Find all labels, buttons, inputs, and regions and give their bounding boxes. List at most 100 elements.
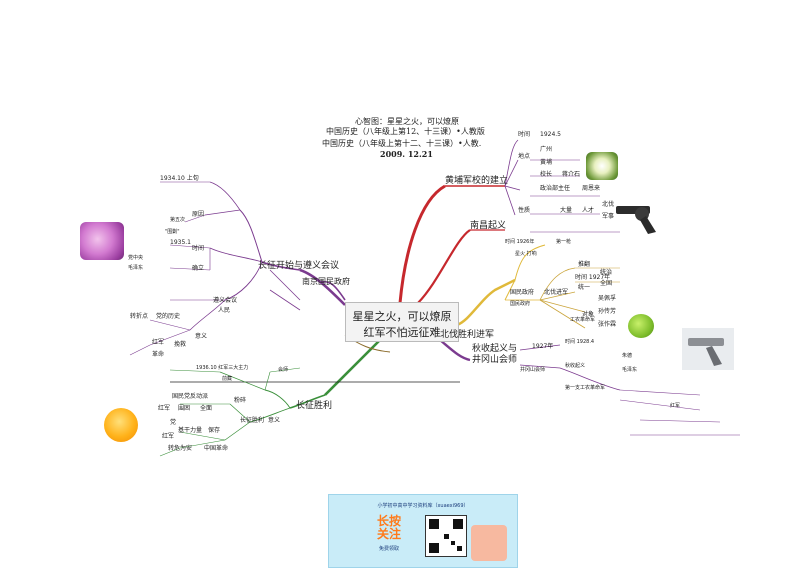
huangpu-principal-label: 校长 — [540, 171, 553, 178]
sl-preserve: 保存 — [208, 427, 221, 434]
sl-total: 全面 — [200, 405, 213, 412]
cz-party-center: 党中央 — [128, 255, 144, 261]
branch-line-beifa — [456, 278, 516, 327]
huangpu-time-value: 1924.5 — [540, 131, 561, 138]
sl-turn: 转危为安 — [168, 445, 193, 452]
beifa-wu: 吴佩孚 — [598, 295, 617, 302]
cz-1935: 1935.1 — [170, 239, 191, 246]
cz-fifth: 第五次 — [170, 217, 186, 223]
qiushou-uprising: 秋收起义 — [565, 363, 586, 369]
huangpu-time-label: 时间 — [518, 131, 531, 138]
header-title-line2: 中国历史（八年级上第12、十三课）•人教版 — [326, 127, 485, 136]
cz-zunyi: 遵义会议 — [213, 297, 238, 304]
beifa-rule: 统治 — [600, 269, 613, 276]
branch-line-nanchang — [417, 229, 471, 304]
branch-nanjing: 南京国民政府 — [302, 277, 350, 286]
cz-redarmy: 红军 — [152, 339, 165, 346]
cz-mao: 毛泽东 — [128, 265, 144, 271]
huangpu-principal-value: 蒋介石 — [562, 171, 581, 178]
qiushou-time: 时间 1928.4 — [565, 339, 595, 345]
branch-changzheng-shengli: 长征胜利 — [296, 401, 333, 411]
cz-revolution: 革命 — [152, 351, 165, 358]
cz-encirclement: "围剿" — [165, 229, 180, 235]
qr-code-icon[interactable] — [425, 515, 467, 557]
huangpu-place-city: 广州 — [540, 146, 553, 153]
sl-redarmy-1: 红军 — [158, 405, 171, 412]
beifa-time: 时间 1927年 — [575, 274, 611, 281]
qiushou-meeting: 井冈山会师 — [520, 367, 546, 373]
branch-line-huangpu — [398, 184, 446, 304]
header-date: 2009. 12.21 — [380, 149, 433, 159]
branch-line-shengli — [324, 339, 381, 396]
sl-siege: 围困 — [178, 405, 191, 412]
branch-changzheng-kaishi: 长征开始与遵义会议 — [258, 261, 340, 271]
sl-redarmy-2: 红军 — [162, 433, 175, 440]
beifa-gov: 国民政府 — [510, 289, 535, 296]
huangpu-nature-b: 人才 — [582, 207, 595, 214]
beifa-target: 对象 — [582, 311, 595, 318]
cz-time: 时间 — [192, 245, 205, 252]
branch-huangpu: 黄埔军校的建立 — [445, 176, 509, 186]
sl-significance: 意义 — [268, 417, 281, 424]
branch-line-qiushou — [439, 339, 471, 362]
sl-smash: 粉碎 — [234, 397, 247, 404]
qiushou-zhu: 朱德 — [622, 353, 633, 359]
cz-turning: 转折点 — [130, 313, 149, 320]
smiley-icon — [104, 408, 138, 442]
header-title-line3: 中国历史（八年级上第十二、十三课）•人教. — [322, 139, 482, 148]
sl-core: 基干力量 — [178, 427, 203, 434]
branch-line-changzheng — [299, 268, 346, 306]
nanchang-time: 时间 1926年 — [505, 239, 535, 245]
cz-date: 1934.10 上旬 — [160, 175, 199, 182]
huangpu-beifa: 北伐 — [602, 201, 615, 208]
beifa-nation: 全国 — [600, 280, 613, 287]
beifa-army: 工农革命军 — [570, 317, 596, 323]
cz-party-history: 党的历史 — [156, 313, 181, 320]
qiushou-year: 1927年 — [532, 343, 554, 350]
sl-meet: 会师 — [278, 367, 289, 373]
center-topic-line2: 红军不怕远征难 — [363, 326, 441, 339]
huangpu-nature-a: 大量 — [560, 207, 573, 214]
revolver-image — [616, 206, 656, 234]
promo-poster[interactable]: 小学初中高中学习资料库（xuaexi969） 长按 关注 免费领取 — [328, 494, 518, 568]
branch-qiushou: 秋收起义与 井冈山会师 — [472, 344, 518, 365]
qiushou-red-army: 红军 — [670, 403, 681, 409]
huangpu-nature-label: 性质 — [518, 207, 531, 214]
center-topic: 星星之火，可以燎原 红军不怕远征难 — [345, 302, 459, 342]
sl-date: 1936.10 红军三大主力 — [196, 365, 249, 371]
orchid-image — [80, 222, 124, 260]
huangpu-place-name: 黄埔 — [540, 159, 553, 166]
center-topic-line1: 星星之火，可以燎原 — [352, 310, 452, 323]
sl-kmt: 国民党反动派 — [172, 393, 209, 400]
huangpu-place-label: 地点 — [518, 153, 531, 160]
poster-headline: 长按 关注 — [377, 514, 402, 541]
sl-china-rev: 中国革命 — [204, 445, 229, 452]
white-flower-image — [586, 152, 618, 180]
huangpu-director-label: 政治部主任 — [540, 185, 571, 192]
huangpu-director-value: 周恩来 — [582, 185, 601, 192]
poster-title: 小学初中高中学习资料库（xuaexi969） — [377, 503, 469, 509]
cz-significance: 意义 — [195, 333, 208, 340]
nanchang-first-shot: 第一枪 — [556, 239, 572, 245]
green-fruit-image — [628, 314, 654, 338]
poster-subtitle: 免费领取 — [379, 546, 400, 552]
beifa-zhang: 张作霖 — [598, 321, 617, 328]
cz-reason: 原因 — [192, 211, 205, 218]
huangpu-military: 军事 — [602, 213, 615, 220]
sl-party: 党 — [170, 419, 177, 426]
sl-victory: 长征胜利 — [240, 417, 265, 424]
branch-beifa: 北伐胜利进军 — [440, 330, 495, 340]
qiushou-first-army: 第一支工农革命军 — [565, 385, 606, 391]
pistol-image — [682, 328, 734, 370]
cz-people: 人民 — [218, 307, 231, 314]
sl-front: 前藏 — [222, 376, 233, 382]
cz-save: 挽救 — [174, 341, 187, 348]
branch-line-nanjing — [319, 280, 346, 301]
cz-establish: 确立 — [192, 265, 205, 272]
poster-illustration — [471, 525, 507, 561]
beifa-gov-2: 国民政府 — [510, 301, 531, 307]
beifa-march: 北伐进军 — [544, 289, 569, 296]
qiushou-mao: 毛泽东 — [622, 367, 638, 373]
header-title-line1: 心智图：星星之火，可以燎原 — [355, 117, 459, 126]
